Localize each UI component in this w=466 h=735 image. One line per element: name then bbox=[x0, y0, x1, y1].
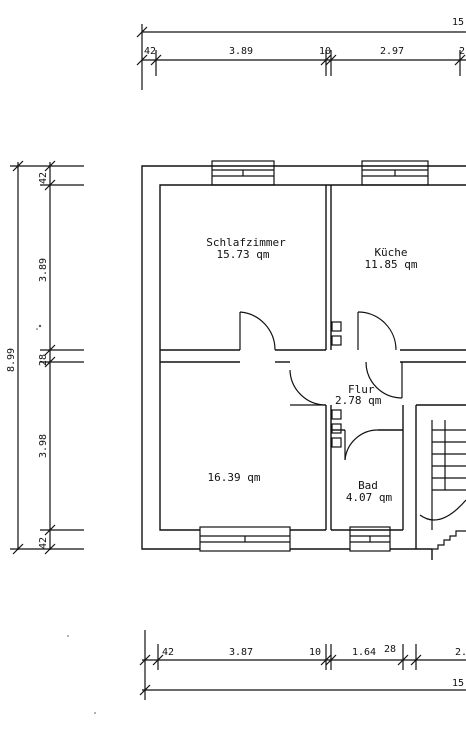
top-dim-2-97: 2.97 bbox=[380, 46, 404, 57]
room-area-bad: 4.07 qm bbox=[346, 491, 393, 504]
left-dim-42-bottom: 42 bbox=[38, 537, 49, 549]
top-dimension-chain bbox=[136, 24, 466, 90]
room-name-bad: Bad bbox=[358, 479, 378, 492]
room-area-kueche: 11.85 qm bbox=[365, 258, 418, 271]
room-area-schlafzimmer: 15.73 qm bbox=[217, 248, 270, 261]
bottom-dim-2: 2. bbox=[455, 647, 466, 658]
stairwell bbox=[419, 420, 466, 550]
door-bad bbox=[344, 429, 379, 461]
window-schlafzimmer bbox=[211, 160, 275, 186]
room-name-kueche: Küche bbox=[374, 246, 407, 259]
bottom-dimension-chain bbox=[139, 630, 466, 700]
door-flur-right bbox=[365, 361, 403, 399]
door-kueche bbox=[357, 311, 397, 351]
top-dim-10: 10 bbox=[319, 46, 331, 57]
bottom-dim-28: 28 bbox=[384, 644, 396, 655]
top-dim-42: 42 bbox=[144, 46, 156, 57]
room-name-flur: Flur bbox=[348, 383, 375, 396]
room-area-wohnraum: 16.39 qm bbox=[208, 471, 261, 484]
door-schlafzimmer bbox=[239, 311, 276, 351]
top-dim-2: 2 bbox=[459, 46, 465, 57]
top-dim-3-89: 3.89 bbox=[229, 46, 253, 57]
bottom-dim-1-64: 1.64 bbox=[352, 647, 376, 658]
chimney-lower bbox=[331, 409, 342, 448]
room-area-flur: 2.78 qm bbox=[335, 394, 382, 407]
window-wohnraum bbox=[199, 526, 291, 552]
left-dim-3-98: 3.98 bbox=[38, 434, 49, 458]
top-dim-total: 15 bbox=[452, 17, 464, 28]
bottom-dim-10: 10 bbox=[309, 647, 321, 658]
bottom-dim-3-87: 3.87 bbox=[229, 647, 253, 658]
window-kueche bbox=[361, 160, 429, 186]
room-name-schlafzimmer: Schlafzimmer bbox=[206, 236, 286, 249]
door-wohnraum bbox=[289, 369, 327, 406]
left-dim-28: 28 bbox=[38, 354, 49, 366]
bottom-dim-42: 42 bbox=[162, 647, 174, 658]
chimney-upper bbox=[331, 321, 342, 346]
window-bad bbox=[349, 526, 391, 552]
left-dim-42-top: 42 bbox=[38, 172, 49, 184]
left-dim-3-89: 3.89 bbox=[38, 258, 49, 282]
left-dimension-chain bbox=[10, 160, 84, 555]
left-dim-total: 8.99 bbox=[6, 348, 17, 372]
walls bbox=[141, 165, 466, 560]
scan-marks bbox=[36, 324, 96, 714]
bottom-dim-total: 15 bbox=[452, 678, 464, 689]
